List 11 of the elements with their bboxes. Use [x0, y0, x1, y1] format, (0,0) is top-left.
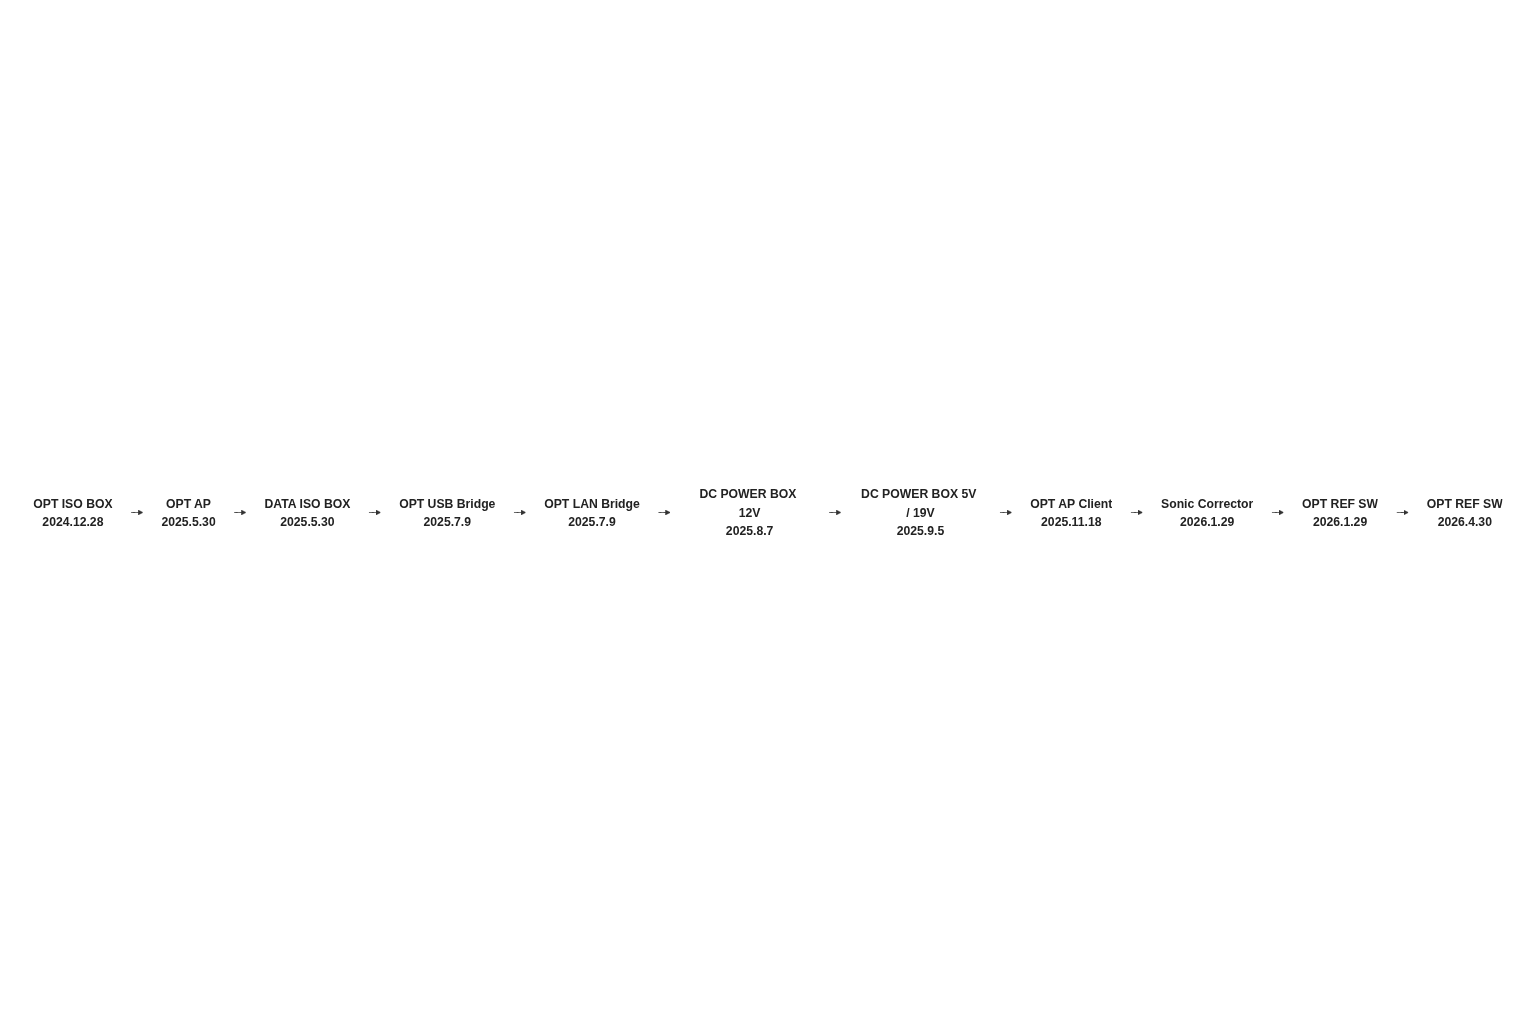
node-text: DATA ISO BOX 2025.5.30 [264, 496, 351, 528]
node-text: OPT AP Client 2025.11.18 [1030, 496, 1113, 528]
node-text: OPT LAN Bridge 2025.7.9 [544, 496, 640, 528]
node-text: Sonic Corrector 2026.1.29 [1161, 496, 1254, 528]
node-text: DC POWER BOX 12V 2025.8.7 [699, 486, 797, 538]
node-text: OPT ISO BOX 2024.12.28 [33, 496, 113, 528]
node-text: OPT AP 2025.5.30 [161, 496, 216, 528]
node-text: OPT REF SW 2026.4.30 [1426, 496, 1503, 528]
node-text: OPT REF SW 2026.1.29 [1302, 496, 1379, 528]
node-text: DC POWER BOX 5V / 19V 2025.9.5 [861, 486, 977, 538]
node-text: OPT USB Bridge 2025.7.9 [399, 496, 496, 528]
